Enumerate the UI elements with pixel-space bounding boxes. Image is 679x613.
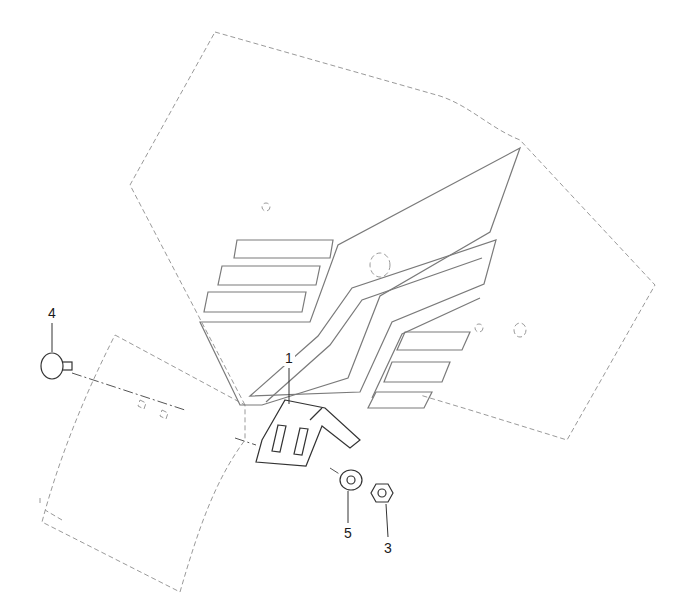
callout-number: 3: [382, 540, 394, 556]
bracket: [256, 400, 360, 466]
nut: [371, 484, 393, 502]
callout-number: 5: [342, 525, 354, 541]
panel-outline: [40, 32, 655, 592]
callout-number: 1: [283, 350, 295, 366]
leader-line: [52, 323, 388, 537]
washer: [340, 470, 362, 490]
callout-number: 4: [46, 305, 58, 321]
decal-outline: [200, 148, 520, 408]
centre-line: [72, 373, 341, 475]
bolt: [41, 353, 72, 379]
